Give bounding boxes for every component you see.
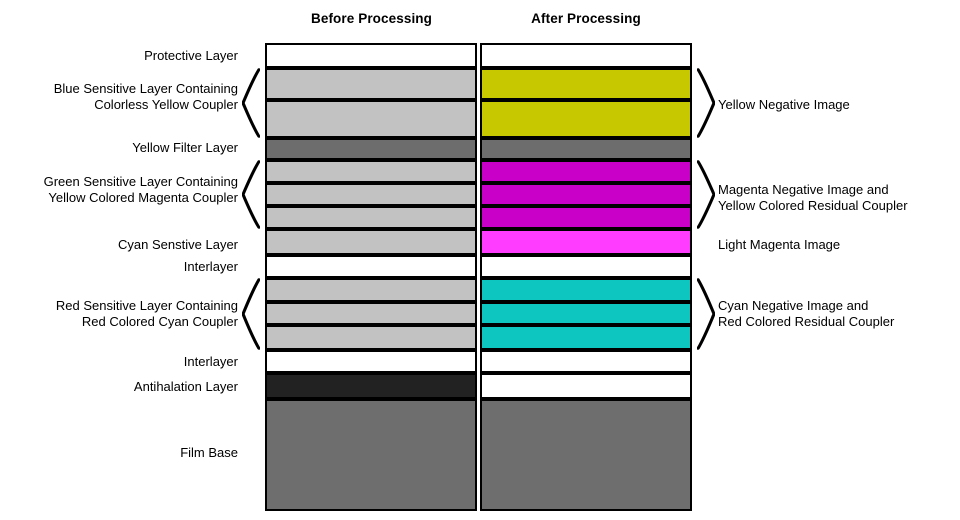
before-layer-red-sensitive-3 [265,325,477,350]
before-layer-blue-sensitive-lower [265,100,477,138]
after-layer-yellow-negative-lower [480,100,692,138]
brace-blue-sensitive-layer-icon [242,68,260,138]
label-blue-sensitive-layer: Blue Sensitive Layer Containing Colorles… [53,81,238,112]
label-film-base: Film Base [180,445,238,460]
brace-green-sensitive-layer-icon [242,160,260,229]
after-layer-magenta-negative-3 [480,206,692,229]
after-layer-antihalation-layer [480,373,692,399]
label-interlayer-upper: Interlayer [183,259,238,274]
after-layer-interlayer-upper [480,255,692,278]
label-antihalation-layer: Antihalation Layer [133,379,238,394]
before-layer-blue-sensitive-upper [265,68,477,100]
label-light-magenta-image: Light Magenta Image [718,237,841,252]
after-layer-magenta-negative-1 [480,160,692,183]
layer-stack-before [265,43,477,511]
after-layer-cyan-negative-1 [480,278,692,302]
brace-red-sensitive-layer-icon [242,278,260,350]
before-layer-yellow-filter-layer [265,138,477,160]
label-protective-layer: Protective Layer [144,48,238,63]
before-layer-interlayer-lower [265,350,477,373]
before-layer-interlayer-upper [265,255,477,278]
before-layer-green-sensitive-3 [265,206,477,229]
column-header-after: After Processing [531,11,641,26]
label-yellow-filter-layer: Yellow Filter Layer [132,140,238,155]
after-layer-yellow-filter-layer [480,138,692,160]
after-layer-magenta-negative-2 [480,183,692,206]
label-interlayer-lower: Interlayer [183,354,238,369]
after-layer-light-magenta-image [480,229,692,255]
before-layer-antihalation-layer [265,373,477,399]
layer-stack-after [480,43,692,511]
brace-magenta-negative-image-icon [697,160,715,229]
label-cyan-sensitive-layer: Cyan Senstive Layer [118,237,238,252]
brace-yellow-negative-image-icon [697,68,715,138]
label-magenta-negative-image: Magenta Negative Image and Yellow Colore… [718,182,908,213]
after-layer-protective-layer [480,43,692,68]
before-layer-green-sensitive-1 [265,160,477,183]
label-cyan-negative-image: Cyan Negative Image and Red Colored Resi… [718,298,895,329]
column-header-before: Before Processing [311,11,432,26]
brace-cyan-negative-image-icon [697,278,715,350]
label-yellow-negative-image: Yellow Negative Image [718,97,850,112]
before-layer-green-sensitive-2 [265,183,477,206]
after-layer-film-base [480,399,692,511]
before-layer-red-sensitive-2 [265,302,477,325]
label-green-sensitive-layer: Green Sensitive Layer Containing Yellow … [43,174,238,205]
after-layer-yellow-negative-upper [480,68,692,100]
before-layer-protective-layer [265,43,477,68]
after-layer-cyan-negative-2 [480,302,692,325]
after-layer-cyan-negative-3 [480,325,692,350]
before-layer-red-sensitive-1 [265,278,477,302]
before-layer-film-base [265,399,477,511]
after-layer-interlayer-lower [480,350,692,373]
label-red-sensitive-layer: Red Sensitive Layer Containing Red Color… [55,298,238,329]
before-layer-cyan-sensitive-layer [265,229,477,255]
